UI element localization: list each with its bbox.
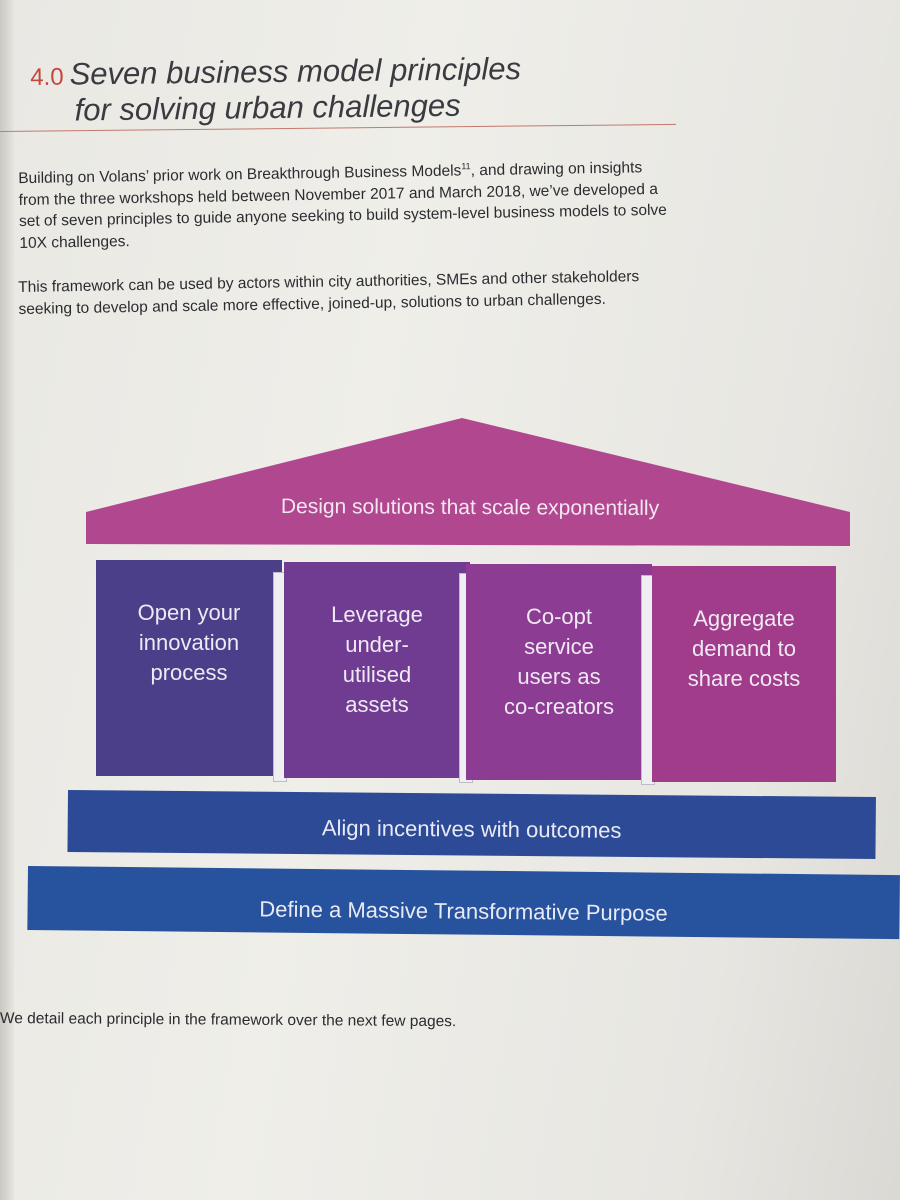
- base-purpose: Define a Massive Transformative Purpose: [27, 866, 900, 940]
- pillar-co-creators: Co-opt service users as co-creators: [466, 564, 652, 780]
- intro-paragraph-1-start: Building on Volans’ prior work on Breakt…: [18, 162, 462, 188]
- pillar-label: Open your innovation process: [137, 600, 241, 685]
- pillar-label: Aggregate demand to share costs: [687, 606, 801, 691]
- roof-shape: [86, 418, 850, 546]
- pillar-label: Co-opt service users as co-creators: [503, 604, 615, 719]
- framework-diagram: Design solutions that scale exponentiall…: [0, 400, 900, 960]
- page-edge-shadow: [0, 0, 14, 1200]
- roof-label: Design solutions that scale exponentiall…: [280, 495, 660, 520]
- pillar-separator: [273, 572, 287, 782]
- intro-paragraph-2: This framework can be used by actors wit…: [18, 268, 640, 318]
- pillar-assets: Leverage under- utilised assets: [284, 562, 470, 778]
- heading-line-2: for solving urban challenges: [74, 87, 461, 128]
- base-incentives: Align incentives with outcomes: [67, 790, 876, 860]
- pillar-separator: [641, 575, 655, 785]
- pillar-label: Leverage under- utilised assets: [331, 602, 423, 717]
- section-number: 4.0: [30, 63, 64, 91]
- footnote-marker: 11: [461, 161, 471, 172]
- heading-line-1: Seven business model principles: [69, 51, 522, 92]
- closing-note: We detail each principle in the framewor…: [0, 1010, 457, 1031]
- pillar-innovation: Open your innovation process: [96, 560, 282, 776]
- intro-paragraph-1: Building on Volans’ prior work on Breakt…: [18, 153, 669, 254]
- pillar-demand: Aggregate demand to share costs: [652, 566, 836, 782]
